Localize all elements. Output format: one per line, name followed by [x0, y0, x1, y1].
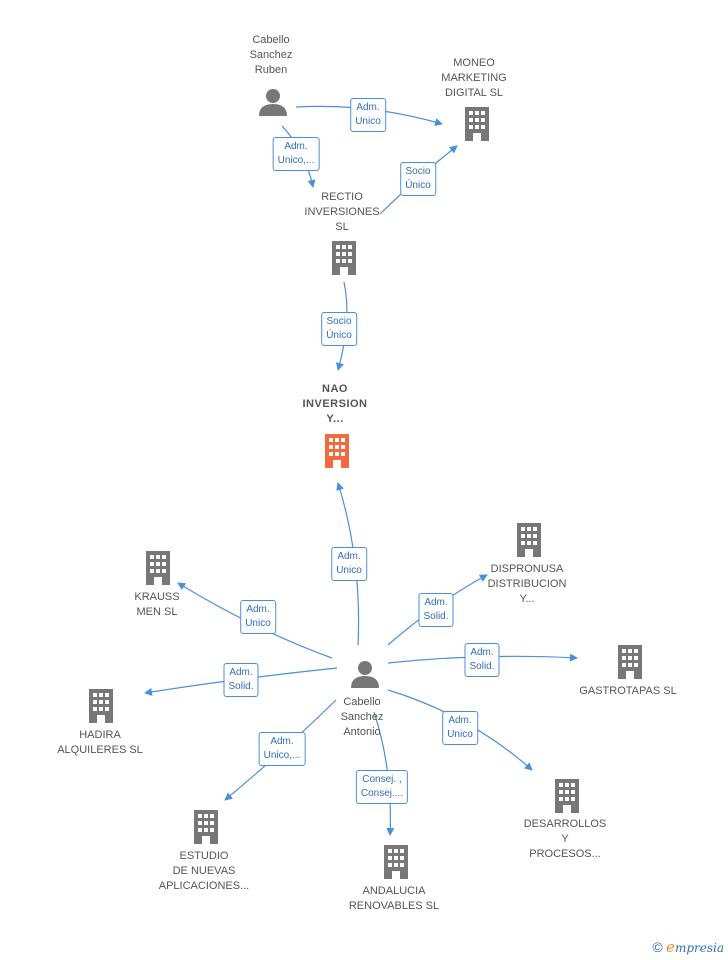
edge-label-e2[interactable]: Adm. Unico,... — [272, 137, 320, 171]
node-label-krauss: KRAUSS MEN SL — [134, 591, 180, 618]
building-icon[interactable] — [615, 644, 645, 680]
edge-label-e3[interactable]: Socio Único — [400, 162, 436, 196]
edge-label-e5[interactable]: Adm. Unico — [331, 547, 367, 581]
node-label-cabello-ruben: Cabello Sanchez Ruben — [249, 34, 293, 76]
building-icon[interactable] — [381, 844, 411, 880]
empresia-logo[interactable]: © empresia — [652, 938, 724, 956]
edge-label-e7[interactable]: Adm. Solid. — [418, 593, 454, 627]
node-label-rectio: RECTIO INVERSIONES SL — [304, 191, 380, 233]
node-label-moneo: MONEO MARKETING DIGITAL SL — [441, 57, 507, 99]
edge-label-e4[interactable]: Socio Único — [321, 312, 357, 346]
node-label-estudio: ESTUDIO DE NUEVAS APLICACIONES... — [158, 850, 250, 892]
edge-label-e10[interactable]: Adm. Unico,... — [258, 732, 306, 766]
node-label-hadira: HADIRA ALQUILERES SL — [57, 729, 143, 756]
edge-label-e12[interactable]: Adm. Unico — [442, 711, 478, 745]
edge-label-e11[interactable]: Consej. , Consej.... — [355, 770, 409, 804]
building-icon[interactable] — [86, 688, 116, 724]
node-label-nao: NAO INVERSION Y... — [302, 383, 368, 425]
brand-e: e — [666, 938, 675, 956]
node-label-cabello-antonio: Cabello Sanchez Antonio — [340, 696, 384, 738]
brand-name: mpresia — [674, 941, 724, 955]
edge-label-e9[interactable]: Adm. Solid. — [464, 643, 500, 677]
building-icon[interactable] — [191, 809, 221, 845]
building-icon[interactable] — [462, 106, 492, 142]
person-icon[interactable] — [258, 87, 288, 117]
node-label-andalucia: ANDALUCIA RENOVABLES SL — [348, 885, 440, 912]
building-icon[interactable] — [552, 778, 582, 814]
node-label-desarrollos: DESARROLLOS Y PROCESOS... — [523, 818, 607, 860]
copyright-symbol: © — [652, 939, 663, 955]
building-icon-focus[interactable] — [322, 433, 352, 469]
node-label-gastrotapas: GASTROTAPAS SL — [579, 685, 677, 697]
edge-label-e1[interactable]: Adm. Unico — [350, 98, 386, 132]
building-icon[interactable] — [329, 240, 359, 276]
edge-label-e8[interactable]: Adm. Solid. — [223, 663, 259, 697]
person-icon[interactable] — [350, 659, 380, 689]
building-icon[interactable] — [514, 522, 544, 558]
building-icon[interactable] — [143, 550, 173, 586]
edge-label-e6[interactable]: Adm. Unico — [240, 600, 276, 634]
node-label-dispronusa: DISPRONUSA DISTRIBUCION Y... — [487, 563, 567, 605]
